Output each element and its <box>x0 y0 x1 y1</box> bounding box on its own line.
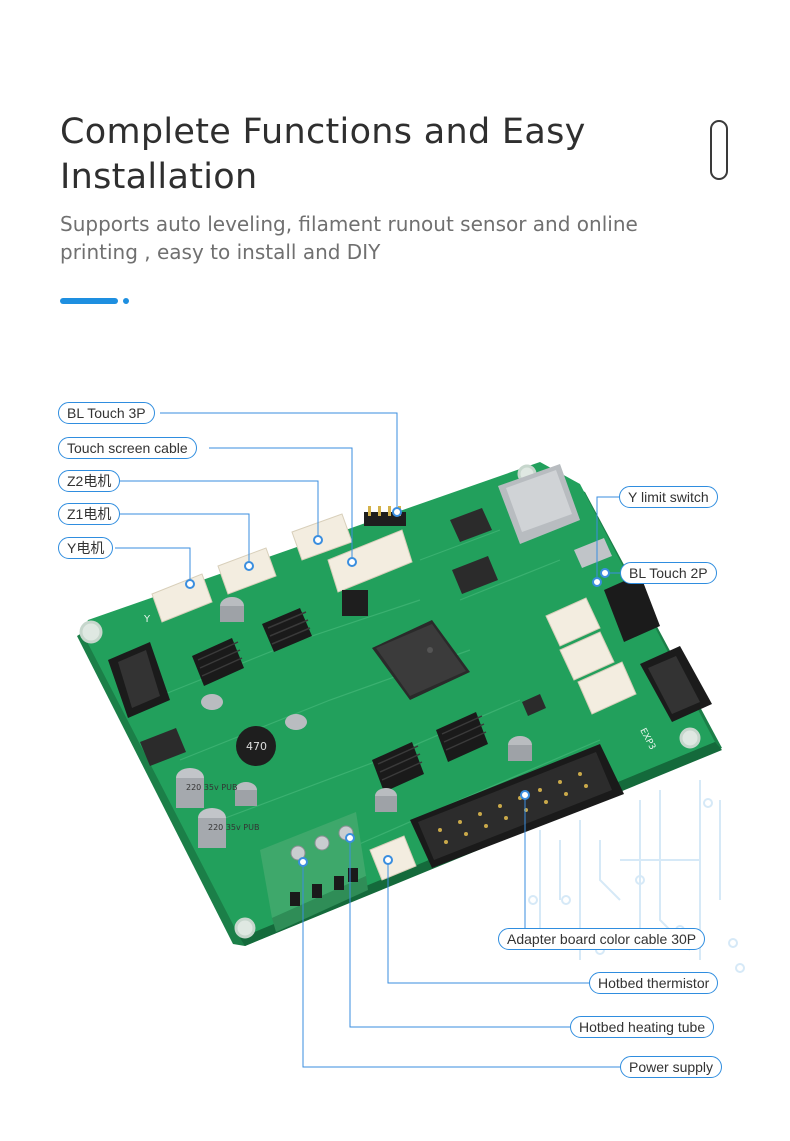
mcu-chip <box>372 620 470 700</box>
label-bl-touch-2p: BL Touch 2P <box>620 562 717 584</box>
cap-label-1: 220 35v PUB <box>186 783 237 792</box>
circuit-trace-decoration <box>528 780 745 973</box>
screw-terminal <box>260 812 368 932</box>
label-z2-motor: Z2电机 <box>58 470 121 492</box>
label-bl-touch-3p: BL Touch 3P <box>58 402 155 424</box>
scroll-capsule-icon <box>710 120 728 180</box>
cap-label-2: 220 35v PUB <box>208 823 259 832</box>
box-header <box>108 574 712 722</box>
label-hotbed-heating-tube: Hotbed heating tube <box>570 1016 715 1038</box>
leader-end-points <box>185 507 610 867</box>
page-subtitle: Supports auto leveling, filament runout … <box>60 210 680 266</box>
small-ic <box>140 508 546 766</box>
label-adapter-board-cable: Adapter board color cable 30P <box>498 928 706 950</box>
sd-card-slot <box>498 464 580 544</box>
inductor: 470 <box>236 726 276 766</box>
label-y-limit-switch: Y limit switch <box>619 486 718 508</box>
label-y-motor: Y电机 <box>58 537 114 559</box>
inductor-label: 470 <box>246 740 267 753</box>
capacitor <box>176 597 532 848</box>
label-power-supply: Power supply <box>620 1056 723 1078</box>
usb-port <box>574 538 612 568</box>
subtitle-line-1: Supports auto leveling, filament runout … <box>60 212 638 236</box>
silk-y: Y <box>143 614 151 625</box>
subtitle-line-2: printing , easy to install and DIY <box>60 240 381 264</box>
jst-connector <box>151 513 637 881</box>
title-line-2: Installation <box>60 157 258 197</box>
label-touch-screen-cable: Touch screen cable <box>58 437 197 459</box>
page-title: Complete Functions and Easy Installation <box>60 110 700 200</box>
label-hotbed-thermistor: Hotbed thermistor <box>589 972 719 994</box>
title-line-1: Complete Functions and Easy <box>60 112 586 152</box>
accent-dot <box>123 298 129 304</box>
label-z1-motor: Z1电机 <box>58 503 121 525</box>
leader-lines <box>115 412 620 1068</box>
accent-bar <box>60 298 118 304</box>
